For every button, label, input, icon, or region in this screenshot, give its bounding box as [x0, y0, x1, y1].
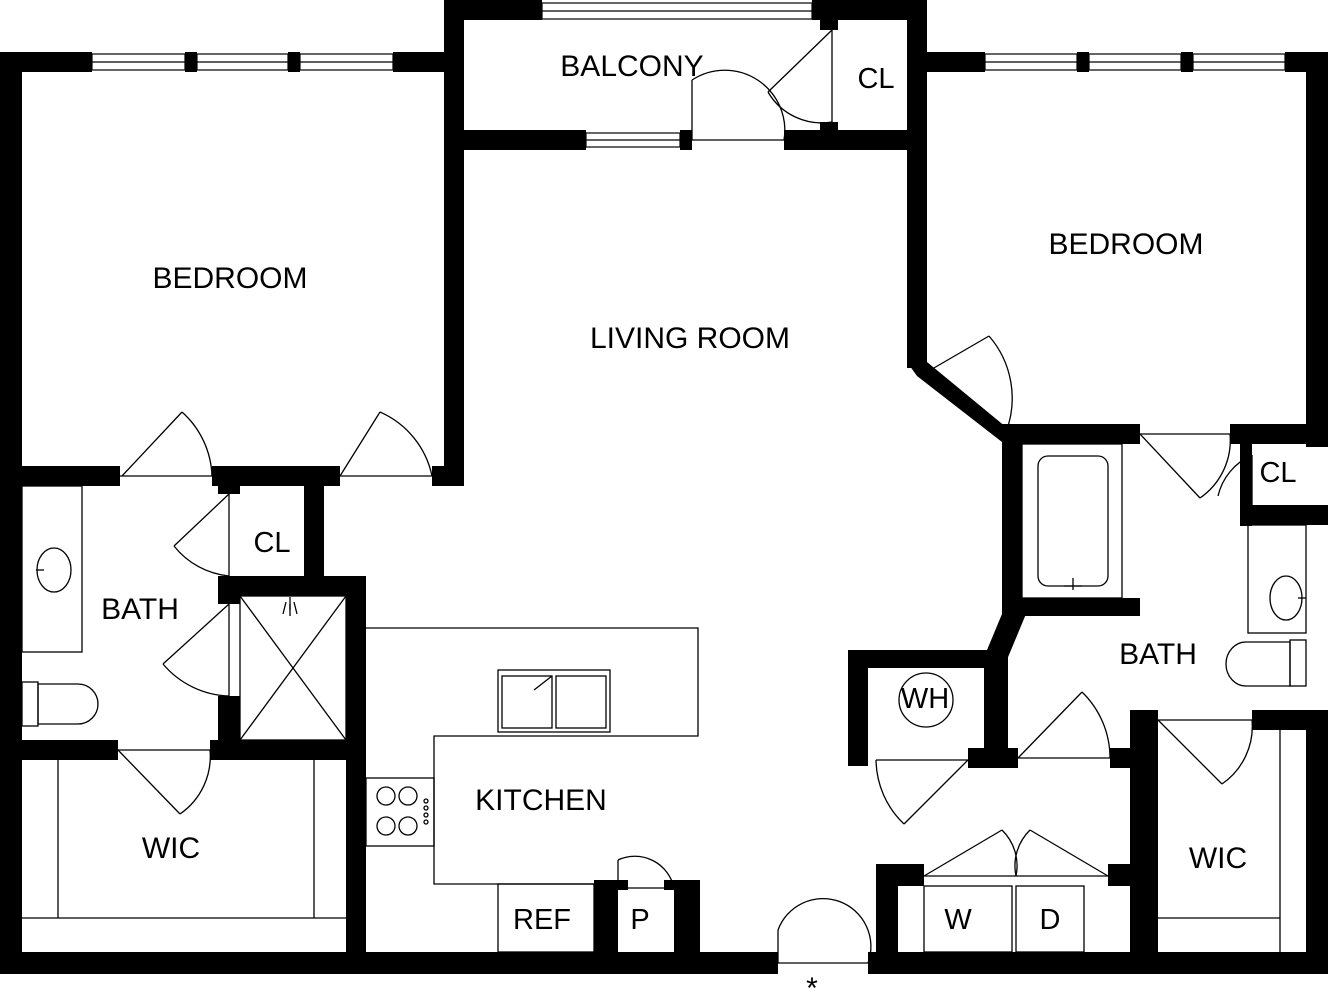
cooktop-icon — [376, 786, 429, 836]
walls — [0, 0, 1328, 974]
wic-left-label: WIC — [142, 832, 200, 865]
bedroom-right-label: BEDROOM — [1048, 228, 1203, 261]
closet-left-label: CL — [253, 527, 290, 559]
fixtures — [21, 443, 1307, 953]
closet-right-label: CL — [1259, 457, 1296, 489]
wic-right-label: WIC — [1189, 842, 1247, 875]
refrigerator-label: REF — [513, 904, 571, 936]
bath-left-label: BATH — [101, 593, 179, 626]
bath-right-label: BATH — [1119, 638, 1197, 671]
washer-label: W — [944, 904, 972, 936]
living-room-label: LIVING ROOM — [590, 322, 790, 355]
shower-head-icon — [282, 597, 298, 616]
entry-marker: * — [806, 972, 818, 1000]
balcony-label: BALCONY — [560, 50, 703, 83]
water-heater-label: WH — [901, 683, 949, 715]
kitchen-label: KITCHEN — [475, 784, 607, 817]
dryer-label: D — [1040, 904, 1061, 936]
balcony-closet-label: CL — [857, 63, 894, 95]
windows — [91, 2, 1286, 148]
room-labels: BALCONY CL BEDROOM BEDROOM LIVING ROOM B… — [101, 50, 1296, 1000]
bedroom-left-label: BEDROOM — [152, 262, 307, 295]
pantry-label: P — [630, 904, 649, 936]
doors — [117, 29, 1253, 964]
